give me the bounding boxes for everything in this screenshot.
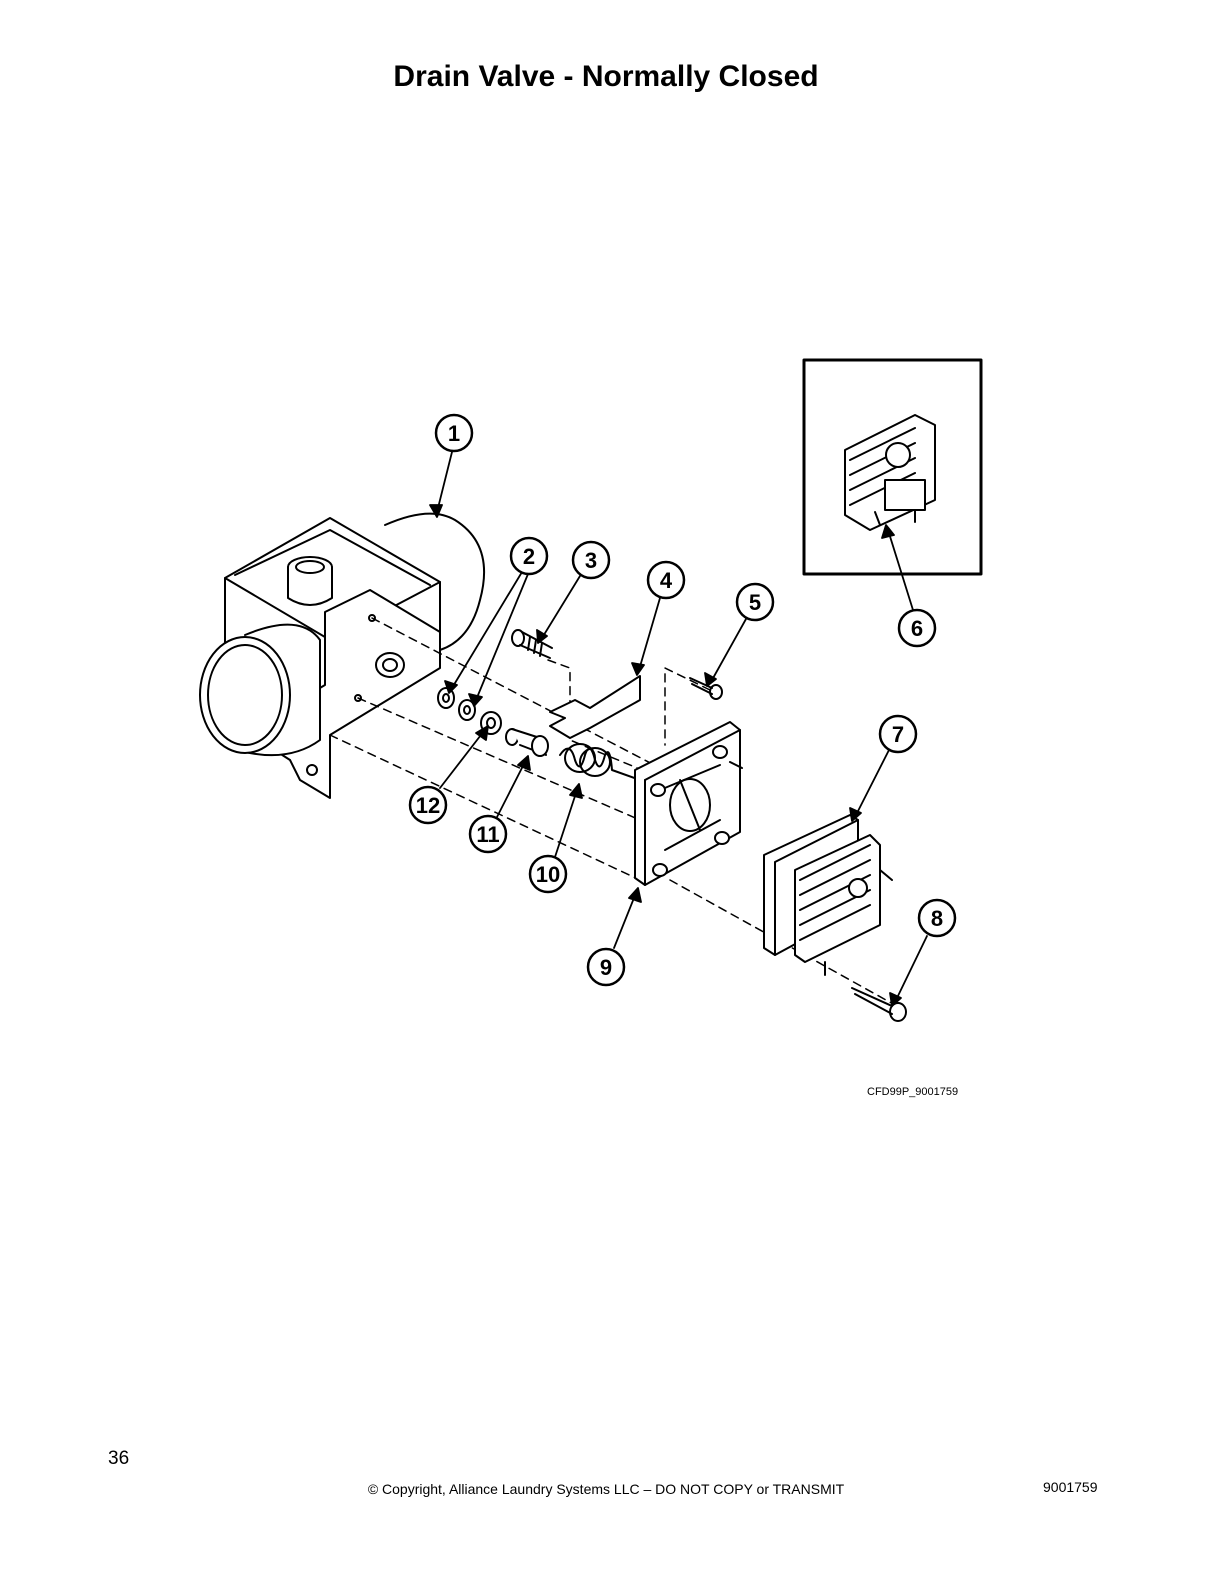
svg-text:5: 5 [749,590,761,615]
callout-9: 9 [586,947,626,987]
callout-3: 3 [571,540,611,580]
callout-10: 10 [528,854,568,894]
callout-7: 7 [878,714,918,754]
page-number: 36 [108,1448,130,1469]
plunger-11 [505,728,549,757]
svg-text:8: 8 [931,906,943,931]
page-title: Drain Valve - Normally Closed [393,60,819,93]
callout-2: 2 [509,536,549,576]
svg-text:6: 6 [911,616,923,641]
screw-3 [511,629,553,659]
svg-text:12: 12 [416,793,440,818]
screw-8 [851,987,907,1022]
svg-text:11: 11 [476,822,499,847]
copyright-notice: © Copyright, Alliance Laundry Systems LL… [367,1481,845,1497]
svg-text:7: 7 [892,722,904,747]
inset-detail [802,358,983,576]
callout-5: 5 [735,582,775,622]
callout-1: 1 [434,413,474,453]
bracket-4 [549,675,641,739]
callout-4: 4 [646,560,686,600]
leader-lines [429,451,928,1007]
svg-text:1: 1 [448,421,460,446]
motor-7 [763,814,893,976]
screw-5 [689,677,723,700]
figure-code: CFD99P_9001759 [867,1086,959,1098]
callout-8: 8 [917,898,957,938]
svg-text:2: 2 [523,544,535,569]
callout-12: 12 [408,785,448,825]
document-number: 9001759 [1043,1479,1098,1495]
svg-text:9: 9 [600,955,612,980]
valve-body [199,512,486,799]
svg-text:10: 10 [536,862,560,887]
svg-text:3: 3 [585,548,597,573]
mounting-plate-9 [634,721,743,886]
svg-text:4: 4 [660,568,673,593]
callouts: 1 2 3 4 5 6 7 8 [408,413,957,987]
callout-6: 6 [897,608,937,648]
callout-11: 11 [468,814,508,854]
spring-10 [559,743,641,781]
